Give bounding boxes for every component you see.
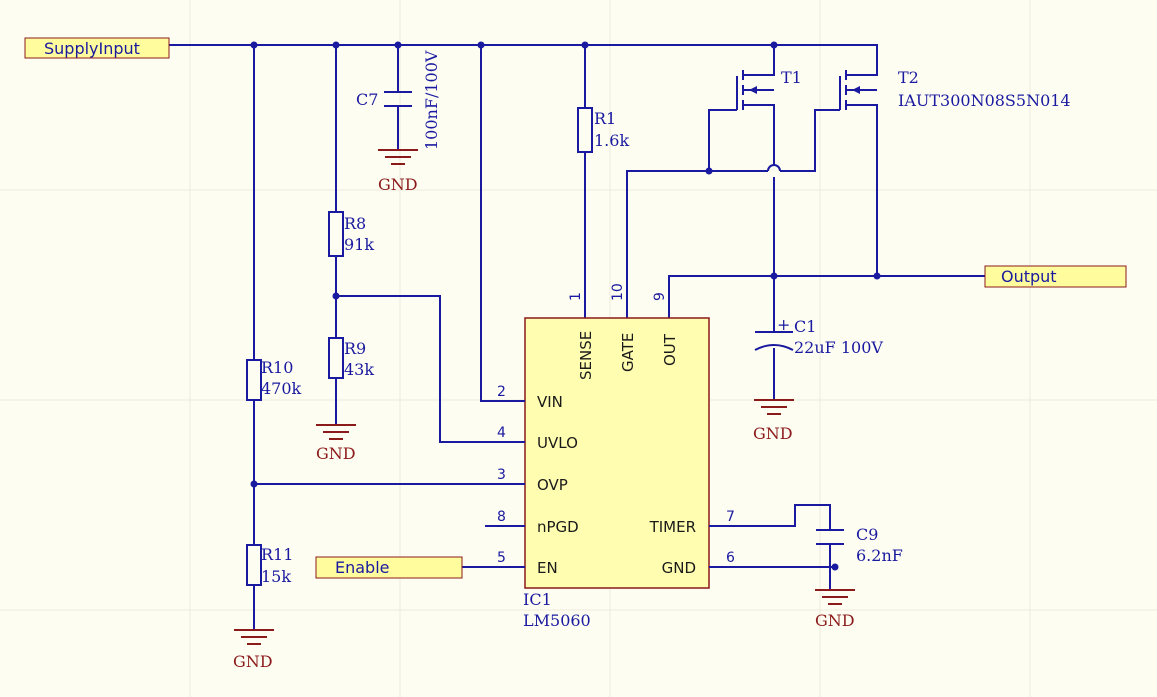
- t2-value: IAUT300N08S5N014: [898, 91, 1071, 110]
- r10-value: 470k: [261, 379, 302, 398]
- gnd-c9: GND: [815, 589, 855, 630]
- port-enable[interactable]: Enable: [315, 556, 463, 579]
- pin-uvlo-name: UVLO: [537, 434, 578, 452]
- gnd-r9-label: GND: [316, 444, 356, 463]
- mosfet-t2[interactable]: T2 IAUT300N08S5N014: [839, 68, 1071, 110]
- gnd-c1-label: GND: [753, 424, 793, 443]
- resistor-r11[interactable]: R11 15k: [246, 544, 293, 586]
- pin-timer-name: TIMER: [649, 518, 696, 536]
- pin-gnd-name: GND: [662, 559, 696, 577]
- gnd-r11-label: GND: [233, 652, 273, 671]
- r9-ref: R9: [344, 339, 366, 358]
- pin-sense-num: 1: [568, 292, 584, 301]
- gnd-c9-label: GND: [815, 611, 855, 630]
- gnd-c7: GND: [378, 149, 418, 194]
- pin-ovp-num: 3: [497, 467, 506, 483]
- resistor-r1[interactable]: R1 1.6k: [577, 107, 629, 153]
- r9-value: 43k: [344, 360, 374, 379]
- r8-ref: R8: [344, 214, 366, 233]
- capacitor-c9[interactable]: C9 6.2nF: [816, 525, 903, 565]
- c9-value: 6.2nF: [856, 546, 903, 565]
- r8-value: 91k: [344, 235, 374, 254]
- pin-npgd-num: 8: [497, 509, 506, 525]
- resistor-r10[interactable]: R10 470k: [246, 358, 302, 401]
- c7-value: 100nF/100V: [422, 50, 441, 150]
- c1-value: 22uF 100V: [794, 338, 883, 357]
- capacitor-c7[interactable]: C7 100nF/100V: [356, 50, 441, 150]
- pin-gate-name: GATE: [619, 333, 637, 372]
- resistor-r9[interactable]: R9 43k: [328, 337, 374, 379]
- port-supply-label: SupplyInput: [44, 39, 140, 58]
- gnd-r11: GND: [233, 629, 274, 671]
- pin-gate-num: 10: [610, 283, 626, 301]
- r1-value: 1.6k: [594, 131, 629, 150]
- t2-ref: T2: [898, 68, 919, 87]
- wires: [169, 44, 985, 630]
- gnd-r9: GND: [316, 424, 356, 463]
- pin-out-name: OUT: [661, 333, 679, 366]
- ic-lm5060[interactable]: 2 4 3 8 5 7 6 1 10 9 VIN UVLO OVP nPGD E…: [485, 283, 750, 630]
- r10-ref: R10: [261, 358, 293, 377]
- pin-out-num: 9: [652, 292, 668, 301]
- port-output[interactable]: Output: [984, 265, 1127, 288]
- r11-value: 15k: [261, 567, 291, 586]
- r1-ref: R1: [594, 109, 616, 128]
- port-enable-label: Enable: [335, 558, 390, 577]
- junctions: [250, 41, 881, 571]
- gnd-c1: GND: [753, 399, 794, 443]
- c7-ref: C7: [356, 90, 378, 109]
- port-output-label: Output: [1001, 267, 1057, 286]
- resistor-r8[interactable]: R8 91k: [328, 211, 374, 257]
- c1-ref: C1: [794, 317, 816, 336]
- pin-npgd-name: nPGD: [537, 518, 579, 536]
- pin-timer-num: 7: [726, 509, 735, 525]
- capacitor-c1[interactable]: + C1 22uF 100V: [754, 315, 883, 357]
- mosfet-t1[interactable]: T1: [736, 68, 802, 110]
- pin-gnd-num: 6: [726, 550, 735, 566]
- t1-ref: T1: [781, 68, 802, 87]
- ic-value: LM5060: [523, 611, 591, 630]
- gnd-c7-label: GND: [378, 175, 418, 194]
- c1-polarity: +: [777, 315, 790, 334]
- r11-ref: R11: [261, 545, 293, 564]
- pin-en-num: 5: [497, 550, 506, 566]
- pin-en-name: EN: [537, 559, 558, 577]
- port-supply-input[interactable]: SupplyInput: [24, 37, 170, 59]
- c9-ref: C9: [856, 525, 878, 544]
- pin-vin-num: 2: [497, 384, 506, 400]
- ic-ref: IC1: [523, 590, 552, 609]
- pin-vin-name: VIN: [537, 393, 563, 411]
- pin-uvlo-num: 4: [497, 425, 506, 441]
- pin-ovp-name: OVP: [537, 476, 568, 494]
- pin-sense-name: SENSE: [577, 331, 595, 380]
